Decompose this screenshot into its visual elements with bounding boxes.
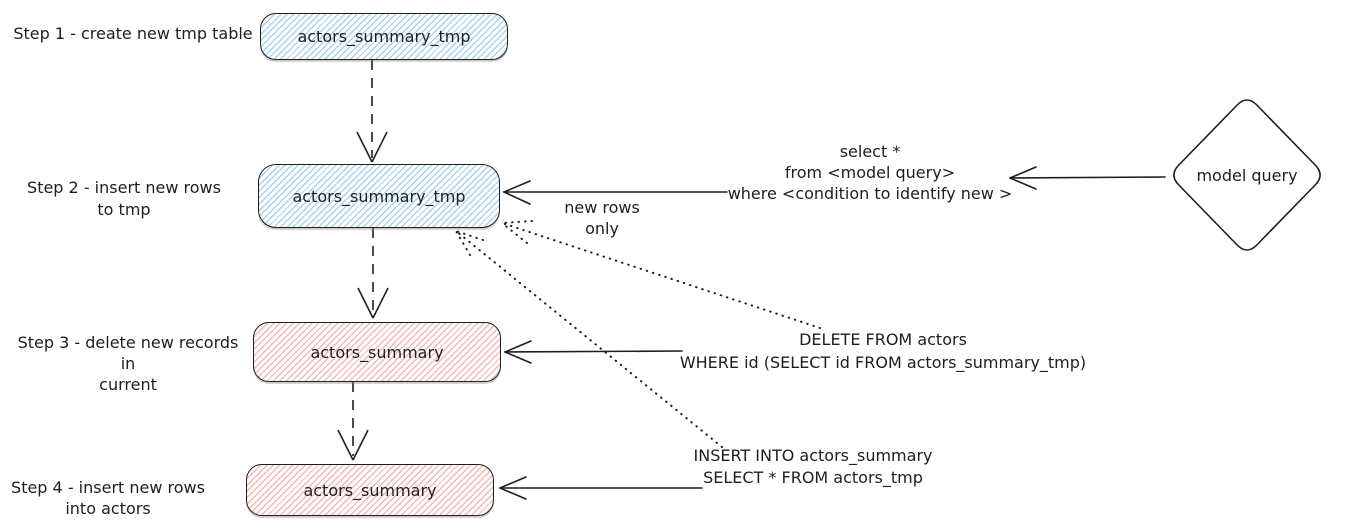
step-4-table-box: actors_summary: [246, 464, 494, 516]
step-3-label-line: Step 3 - delete new records in: [17, 333, 239, 373]
insert-sql-line: SELECT * FROM actors_tmp: [703, 468, 923, 487]
step-2-table-box: actors_summary_tmp: [258, 164, 500, 228]
dashed-arrow-step1-step2: [356, 60, 388, 163]
model-query-diamond: [1173, 99, 1321, 251]
step-3-table-box: actors_summary: [253, 322, 501, 382]
step-2-label-line: to tmp: [97, 200, 151, 219]
step-2-label: Step 2 - insert new rows to tmp: [10, 177, 238, 221]
step-1-label-line: Step 1 - create new tmp table: [13, 24, 253, 43]
delete-sql-annotation: DELETE FROM actors WHERE id (SELECT id F…: [665, 328, 1101, 374]
dashed-arrow-step3-step4: [337, 382, 369, 461]
step-4-label-line: Step 4 - insert new rows: [11, 478, 205, 497]
dotted-arrow-insert-ref: [455, 230, 723, 448]
table-name: actors_summary_tmp: [297, 27, 471, 46]
model-query-label: model query: [1196, 166, 1298, 185]
step-1-table-box: actors_summary_tmp: [260, 13, 508, 60]
arrow-delete-to-actors-summary: [504, 340, 683, 364]
step-2-label-line: Step 2 - insert new rows: [27, 178, 221, 197]
insert-sql-annotation: INSERT INTO actors_summary SELECT * FROM…: [661, 445, 965, 489]
select-query-annotation: select * from <model query> where <condi…: [700, 141, 1040, 204]
dotted-arrow-delete-ref: [501, 220, 821, 329]
select-query-line: from <model query>: [784, 163, 956, 182]
table-name: actors_summary_tmp: [292, 186, 466, 206]
step-3-label-line: current: [99, 375, 157, 394]
insert-sql-line: INSERT INTO actors_summary: [693, 446, 933, 465]
arrow-model-query-to-select: [1009, 166, 1166, 190]
step-4-label: Step 4 - insert new rows into actors: [0, 477, 216, 519]
table-name: actors_summary: [310, 342, 444, 362]
delete-sql-line: WHERE id (SELECT id FROM actors_summary_…: [679, 353, 1087, 372]
select-query-line: where <condition to identify new >: [727, 184, 1013, 203]
table-name: actors_summary: [303, 480, 437, 500]
delete-sql-line: DELETE FROM actors: [799, 330, 967, 349]
step-4-label-line: into actors: [65, 499, 151, 518]
arrow-insert-to-actors-summary: [499, 476, 703, 500]
new-rows-only-label: new rows only: [564, 198, 640, 238]
step-1-label: Step 1 - create new tmp table: [8, 23, 258, 44]
select-query-line: select *: [839, 142, 901, 161]
dashed-arrow-step2-step3: [357, 228, 389, 319]
arrow-new-rows-to-tmp: [503, 180, 728, 205]
step-3-label: Step 3 - delete new records in current: [8, 332, 248, 395]
